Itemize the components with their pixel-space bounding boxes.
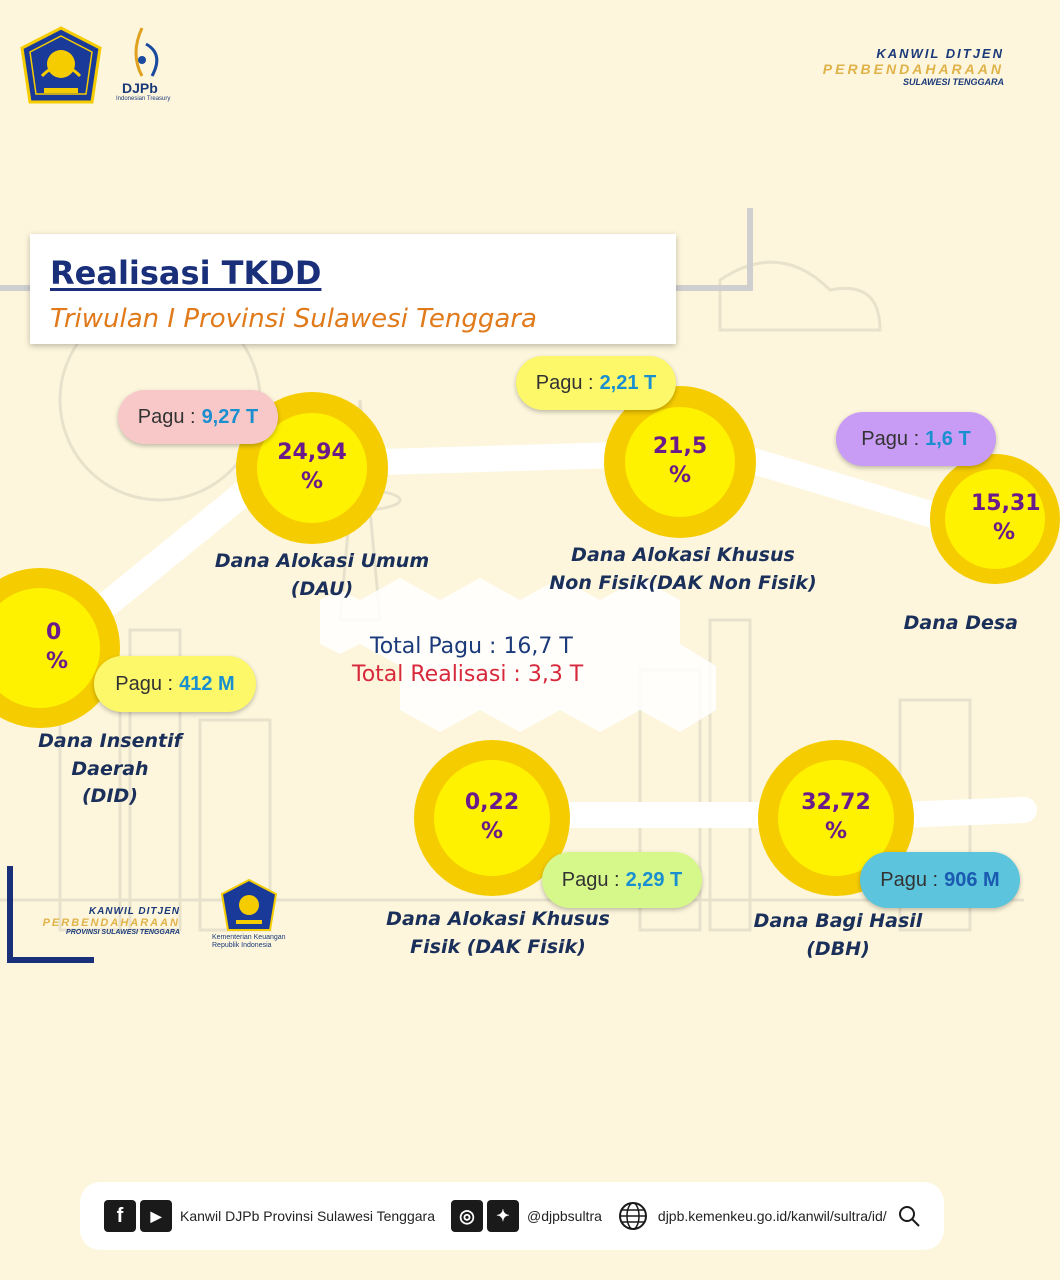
dau-pagu-value: 9,27 T xyxy=(201,405,259,428)
dbh-caption-line1: Dana Bagi Hasil xyxy=(753,910,923,932)
kemenkeu-line2: Republik Indonesia xyxy=(212,942,272,950)
dak-non-fisik-percent-unit: % xyxy=(668,463,692,488)
did-caption-line1: Dana Insentif Daerah xyxy=(38,730,182,780)
dau-caption: Dana Alokasi Umum (DAU) xyxy=(200,548,444,603)
did-pagu-label: Pagu : xyxy=(115,672,174,695)
footer-bar: f ▶ Kanwil DJPb Provinsi Sulawesi Tengga… xyxy=(80,1182,944,1250)
dau-pagu-label: Pagu : xyxy=(137,405,196,428)
dana-desa-circle: 15,31 % xyxy=(930,454,1060,584)
dak-fisik-caption: Dana Alokasi Khusus Fisik (DAK Fisik) xyxy=(378,906,618,961)
footer-social-name[interactable]: Kanwil DJPb Provinsi Sulawesi Tenggara xyxy=(180,1208,435,1224)
dau-percent-unit: % xyxy=(300,469,324,494)
dbh-pagu-value: 906 M xyxy=(944,868,1000,891)
djpb-label: DJPb xyxy=(122,80,158,96)
kemenkeu-line1: Kementerian Keuangan xyxy=(212,934,286,941)
total-pagu: Total Pagu : 16,7 T xyxy=(370,634,573,659)
kanwil-bottom-line2: PERBENDAHARAAN xyxy=(42,917,180,929)
title-card xyxy=(30,234,676,344)
page-subtitle: Triwulan I Provinsi Sulawesi Tenggara xyxy=(50,304,537,334)
search-icon[interactable] xyxy=(897,1204,921,1228)
dau-pagu-badge: Pagu : 9,27 T xyxy=(118,390,278,444)
did-percent-unit: % xyxy=(46,649,69,674)
kanwil-brand-top: KANWIL DITJEN PERBENDAHARAAN SULAWESI TE… xyxy=(823,46,1004,87)
dbh-percent-unit: % xyxy=(824,819,848,844)
kanwil-line1: KANWIL DITJEN xyxy=(876,46,1004,61)
dak-fisik-caption-line1: Dana Alokasi Khusus xyxy=(386,908,610,930)
dbh-pagu-badge: Pagu : 906 M xyxy=(860,852,1020,908)
dak-non-fisik-pagu-label: Pagu : xyxy=(535,371,594,394)
dak-fisik-pagu-value: 2,29 T xyxy=(625,868,683,891)
dak-fisik-percent-unit: % xyxy=(480,819,504,844)
dana-desa-percent-unit: % xyxy=(993,520,1016,545)
kanwil-line2: PERBENDAHARAAN xyxy=(822,61,1004,77)
did-caption-line2: (DID) xyxy=(82,785,138,808)
dak-fisik-pagu-label: Pagu : xyxy=(561,868,620,891)
dana-desa-clip: 15,31 % xyxy=(900,440,1060,600)
dak-non-fisik-pagu-badge: Pagu : 2,21 T xyxy=(516,356,676,410)
youtube-icon[interactable]: ▶ xyxy=(140,1200,172,1232)
kanwil-brand-bottom: KANWIL DITJEN PERBENDAHARAAN PROVINSI SU… xyxy=(30,906,180,936)
dak-non-fisik-pagu-value: 2,21 T xyxy=(599,371,657,394)
globe-icon[interactable] xyxy=(618,1201,648,1231)
dana-desa-pagu-badge: Pagu : 1,6 T xyxy=(836,412,996,466)
total-realisasi: Total Realisasi : 3,3 T xyxy=(352,662,584,687)
dau-caption-line2: (DAU) xyxy=(290,577,354,600)
dak-non-fisik-circle: 21,5 % xyxy=(604,386,756,538)
footer-website[interactable]: djpb.kemenkeu.go.id/kanwil/sultra/id/ xyxy=(657,1208,887,1224)
dana-desa-pagu-label: Pagu : xyxy=(861,427,920,450)
instagram-icon[interactable]: ◎ xyxy=(450,1200,483,1232)
kanwil-line3: SULAWESI TENGGARA xyxy=(902,77,1004,87)
dbh-percent-value: 32,72 xyxy=(801,790,871,816)
kanwil-bottom-line3: PROVINSI SULAWESI TENGGARA xyxy=(66,929,180,936)
did-caption: Dana Insentif Daerah (DID) xyxy=(0,728,220,811)
kanwil-bottom-line1: KANWIL DITJEN xyxy=(88,906,180,917)
dana-desa-percent-value: 15,31 xyxy=(971,491,1041,517)
did-pagu-value: 412 M xyxy=(179,672,235,695)
dak-fisik-percent-value: 0,22 xyxy=(464,790,520,816)
dbh-caption: Dana Bagi Hasil (DBH) xyxy=(740,908,936,963)
dana-desa-pagu-value: 1,6 T xyxy=(925,427,971,450)
dbh-caption-line2: (DBH) xyxy=(806,937,870,960)
dbh-pagu-label: Pagu : xyxy=(880,868,939,891)
page-title: Realisasi TKDD xyxy=(50,254,322,292)
dana-desa-caption: Dana Desa xyxy=(900,610,1024,638)
did-pagu-badge: Pagu : 412 M xyxy=(94,656,256,712)
dak-non-fisik-percent-value: 21,5 xyxy=(652,434,708,460)
dbh-circle: 32,72 % xyxy=(758,740,914,896)
dak-non-fisik-caption: Dana Alokasi Khusus Non Fisik(DAK Non Fi… xyxy=(548,542,818,597)
twitter-icon[interactable]: ✦ xyxy=(486,1200,519,1232)
dana-desa-caption-line1: Dana Desa xyxy=(903,612,1018,634)
background-line-art xyxy=(0,208,1037,932)
dak-non-fisik-caption-line2: Non Fisik(DAK Non Fisik) xyxy=(549,571,817,594)
did-percent-value: 0 xyxy=(46,620,62,646)
facebook-icon[interactable]: f xyxy=(104,1200,136,1232)
kemenkeu-small-logo xyxy=(220,878,278,931)
dau-percent-value: 24,94 xyxy=(277,440,347,466)
djpb-logo xyxy=(134,27,159,77)
corner-bracket xyxy=(7,866,94,963)
footer-handle[interactable]: @djpbsultra xyxy=(526,1208,602,1224)
dak-fisik-caption-line2: Fisik (DAK Fisik) xyxy=(410,935,586,958)
kemenkeu-small-text: Kementerian Keuangan Republik Indonesia xyxy=(212,934,286,951)
djpb-sublabel: Indonesian Treasury xyxy=(116,96,171,102)
kemenkeu-logo xyxy=(20,26,102,104)
dau-caption-line1: Dana Alokasi Umum xyxy=(214,550,430,572)
dak-fisik-pagu-badge: Pagu : 2,29 T xyxy=(542,852,702,908)
dak-non-fisik-caption-line1: Dana Alokasi Khusus xyxy=(571,544,795,566)
